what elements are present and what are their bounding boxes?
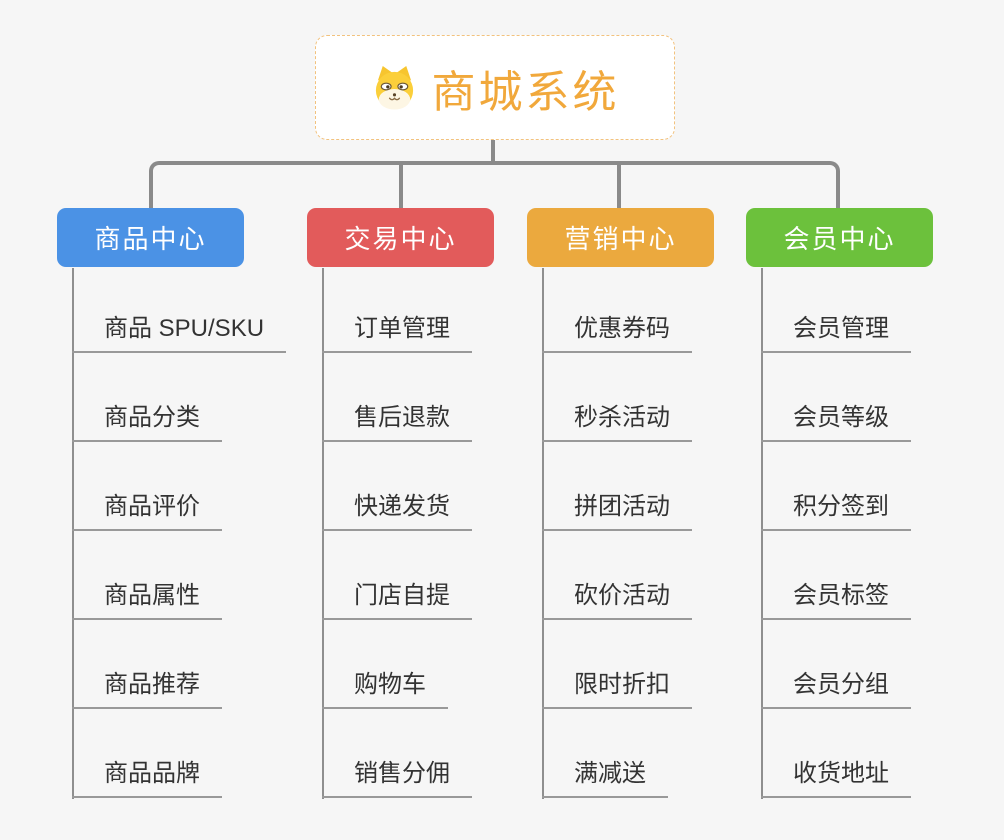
root-node[interactable]: 商城系统 <box>315 35 675 140</box>
shiba-dog-icon <box>371 64 418 111</box>
leaf-node[interactable]: 订单管理 <box>322 317 472 353</box>
leaf-node[interactable]: 砍价活动 <box>542 584 692 620</box>
leaf-node[interactable]: 商品品牌 <box>72 762 222 798</box>
leaf-node[interactable]: 满减送 <box>542 762 668 798</box>
leaf-node[interactable]: 会员标签 <box>761 584 911 620</box>
branch-header-product-center[interactable]: 商品中心 <box>57 208 244 267</box>
leaf-node[interactable]: 商品属性 <box>72 584 222 620</box>
leaf-node[interactable]: 会员管理 <box>761 317 911 353</box>
leaf-node[interactable]: 限时折扣 <box>542 673 692 709</box>
branch-spine <box>322 268 324 799</box>
branch-trade-center: 交易中心 订单管理 售后退款 快递发货 门店自提 购物车 销售分佣 <box>307 0 552 840</box>
leaf-node[interactable]: 商品评价 <box>72 495 222 531</box>
leaf-node[interactable]: 门店自提 <box>322 584 472 620</box>
connector-root-stem <box>491 140 495 162</box>
leaf-node[interactable]: 积分签到 <box>761 495 911 531</box>
leaf-node[interactable]: 售后退款 <box>322 406 472 442</box>
leaf-node[interactable]: 拼团活动 <box>542 495 692 531</box>
root-title: 商城系统 <box>431 67 620 117</box>
branch-product-center: 商品中心 商品 SPU/SKU 商品分类 商品评价 商品属性 商品推荐 商品品牌 <box>57 0 302 840</box>
branch-header-trade-center[interactable]: 交易中心 <box>307 208 494 267</box>
leaf-node[interactable]: 商品 SPU/SKU <box>72 317 287 353</box>
connector-drop-trade <box>399 165 403 208</box>
branch-marketing-center: 营销中心 优惠券码 秒杀活动 拼团活动 砍价活动 限时折扣 满减送 <box>527 0 772 840</box>
leaf-node[interactable]: 购物车 <box>322 673 448 709</box>
connector-drop-marketing <box>617 165 621 208</box>
leaf-node[interactable]: 会员等级 <box>761 406 911 442</box>
leaf-node[interactable]: 收货地址 <box>761 762 911 798</box>
leaf-node[interactable]: 商品分类 <box>72 406 222 442</box>
leaf-node[interactable]: 优惠券码 <box>542 317 692 353</box>
leaf-node[interactable]: 会员分组 <box>761 673 911 709</box>
branch-header-marketing-center[interactable]: 营销中心 <box>527 208 714 267</box>
connector-bus <box>149 161 840 208</box>
leaf-node[interactable]: 秒杀活动 <box>542 406 692 442</box>
branch-header-member-center[interactable]: 会员中心 <box>746 208 933 267</box>
branch-spine <box>72 268 74 799</box>
leaf-node[interactable]: 商品推荐 <box>72 673 222 709</box>
leaf-node[interactable]: 快递发货 <box>322 495 472 531</box>
branch-spine <box>542 268 544 799</box>
branch-member-center: 会员中心 会员管理 会员等级 积分签到 会员标签 会员分组 收货地址 <box>746 0 991 840</box>
leaf-node[interactable]: 销售分佣 <box>322 762 472 798</box>
branch-spine <box>761 268 763 799</box>
